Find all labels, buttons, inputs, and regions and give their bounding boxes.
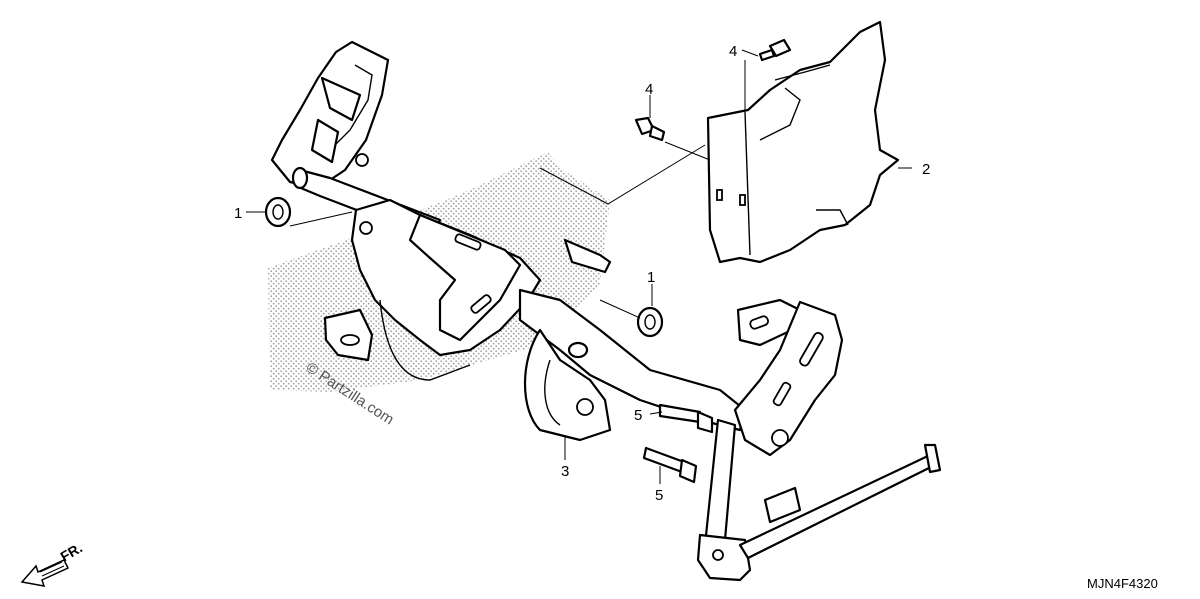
grommet-1-lower xyxy=(636,306,664,338)
callout-part-5-lower: 5 xyxy=(655,487,663,504)
meter-stay-top-bracket xyxy=(270,40,390,190)
side-cover-panel xyxy=(706,20,900,264)
bolt-4-right xyxy=(758,38,792,62)
callout-part-3: 3 xyxy=(561,463,569,480)
callout-part-1-upper: 1 xyxy=(234,205,242,222)
arrow-left-down-icon xyxy=(20,559,70,587)
callout-part-4-right: 4 xyxy=(729,43,737,60)
diagram-code: MJN4F4320 xyxy=(1087,576,1158,591)
callout-part-2: 2 xyxy=(922,161,930,178)
callout-part-4-left: 4 xyxy=(645,81,653,98)
bolt-5-lower xyxy=(642,446,698,484)
callout-part-5-upper: 5 xyxy=(634,407,642,424)
leader-lines xyxy=(246,49,912,484)
meter-stay-center-body xyxy=(323,198,612,381)
right-lower-frame xyxy=(696,298,942,582)
grommet-1-upper xyxy=(264,196,292,228)
bolt-4-left xyxy=(634,116,666,142)
lower-beam xyxy=(518,288,747,442)
callout-part-1-lower: 1 xyxy=(647,269,655,286)
